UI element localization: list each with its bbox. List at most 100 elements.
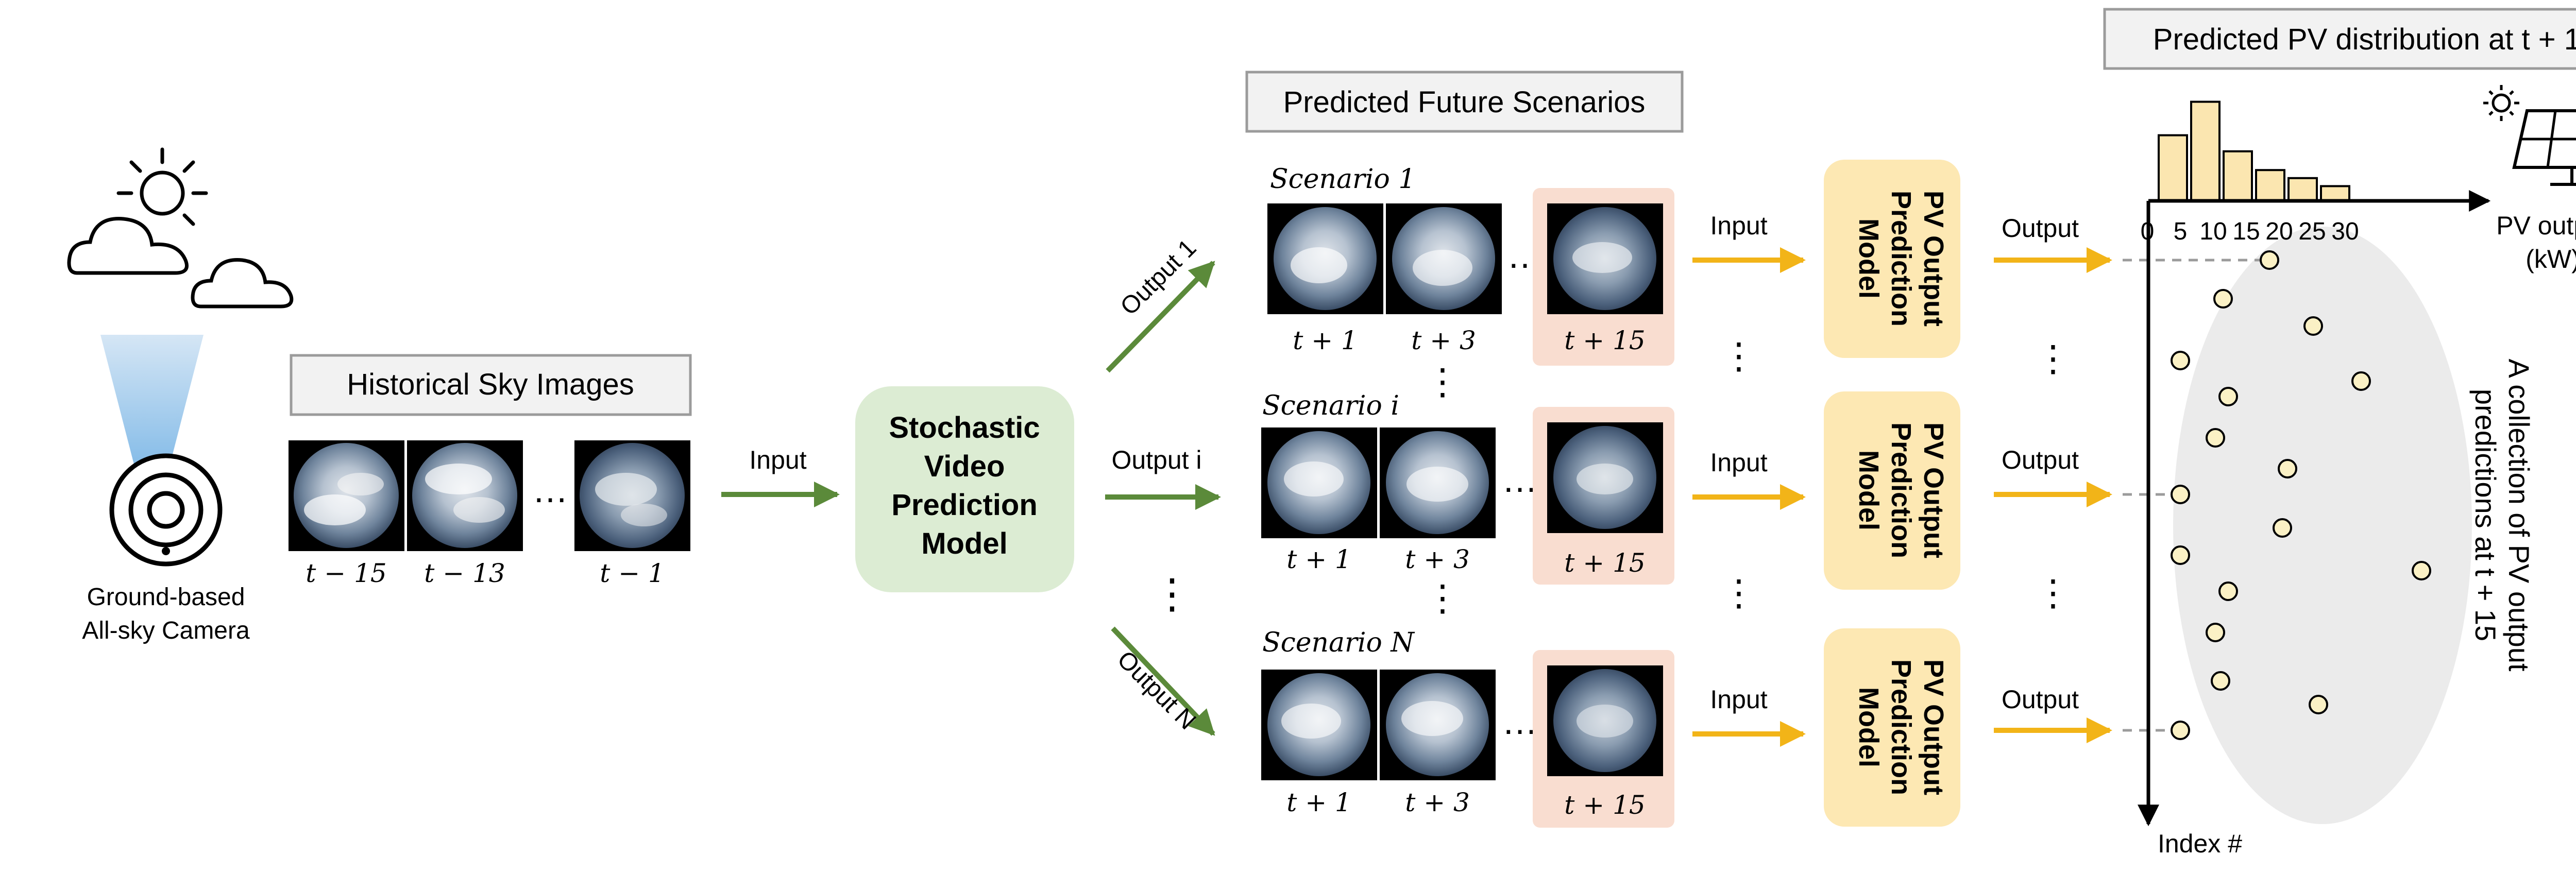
camera-label-1: Ground-based bbox=[87, 584, 245, 611]
output-label-n: Output N bbox=[1112, 646, 1201, 735]
outputs-vdots: ⋮ bbox=[1151, 571, 1193, 617]
camera-icon bbox=[100, 335, 223, 567]
input-label: Input bbox=[749, 446, 806, 474]
historical-label-1: t − 15 bbox=[306, 558, 386, 588]
histogram-bar-0-5 bbox=[2158, 134, 2188, 202]
pv-output-label-2: Output bbox=[2002, 446, 2079, 474]
prediction-dot bbox=[2171, 485, 2190, 504]
weather-icon bbox=[67, 147, 294, 309]
histogram-tick-labels: 051015202530 bbox=[2141, 218, 2359, 245]
x-axis-label-2: (kW) bbox=[2526, 245, 2576, 273]
scenario-1-frame-label-3: t + 15 bbox=[1564, 326, 1645, 355]
pv-output-label-3: Output bbox=[2002, 685, 2079, 714]
scenario-1-frame-label-1: t + 1 bbox=[1293, 326, 1358, 355]
x-tick-label-10: 10 bbox=[2199, 218, 2227, 245]
x-tick-label-20: 20 bbox=[2265, 218, 2293, 245]
scenario-n-frame-3 bbox=[1547, 665, 1663, 776]
scenario-n-frame-label-3: t + 15 bbox=[1564, 790, 1645, 820]
x-tick-label-25: 25 bbox=[2298, 218, 2326, 245]
prediction-dot bbox=[2260, 250, 2279, 270]
prediction-collection-ellipse bbox=[2173, 227, 2472, 824]
pv-output-label-1: Output bbox=[2002, 214, 2079, 243]
scenario-1-frame-1 bbox=[1267, 203, 1383, 314]
historical-title: Historical Sky Images bbox=[347, 368, 634, 401]
historical-frame-3 bbox=[574, 440, 690, 551]
historical-title-box bbox=[290, 354, 692, 416]
x-axis-label-1: PV output bbox=[2496, 211, 2576, 240]
collection-label-2: predictions at t + 15 bbox=[2469, 389, 2502, 641]
pv-model-3-line3: Model bbox=[1853, 687, 1884, 767]
camera-label-2: All-sky Camera bbox=[82, 617, 250, 644]
scenario-1-frame-label-2: t + 3 bbox=[1411, 326, 1476, 355]
scenario-i-frame-2 bbox=[1380, 427, 1496, 538]
svp-model-line4: Model bbox=[921, 527, 1008, 560]
prediction-dot bbox=[2213, 289, 2233, 309]
pv-input-vdots-2: ⋮ bbox=[1721, 573, 1757, 613]
x-tick-label-15: 15 bbox=[2232, 218, 2260, 245]
scenario-i-ellipsis: … bbox=[1502, 459, 1538, 500]
svp-model-box bbox=[855, 386, 1074, 592]
scenario-i-frame-label-3: t + 15 bbox=[1564, 548, 1645, 578]
prediction-dot bbox=[2412, 561, 2431, 580]
histogram-bar-25-30 bbox=[2320, 185, 2350, 202]
scenario-i-label: Scenario i bbox=[1262, 390, 1399, 421]
prediction-dot bbox=[2303, 316, 2323, 336]
pv-model-2-line2: Prediction bbox=[1886, 422, 1917, 558]
pv-model-1-line3: Model bbox=[1853, 218, 1884, 299]
x-tick-label-5: 5 bbox=[2174, 218, 2188, 245]
distribution-title-box bbox=[2103, 8, 2576, 70]
scenario-n-label: Scenario N bbox=[1262, 627, 1415, 658]
histogram-bars bbox=[2158, 100, 2350, 202]
historical-label-3: t − 1 bbox=[600, 558, 665, 588]
y-axis-label: Index # bbox=[2158, 829, 2242, 858]
prediction-dot bbox=[2278, 459, 2297, 478]
prediction-dot bbox=[2206, 428, 2225, 448]
prediction-dot bbox=[2206, 623, 2225, 642]
output-arrow-n bbox=[1111, 626, 1215, 736]
pv-input-vdots-1: ⋮ bbox=[1721, 336, 1757, 376]
pv-model-1: PV Output Prediction Model bbox=[1824, 160, 1960, 358]
scenario-n-ellipsis: … bbox=[1502, 701, 1538, 742]
scenario-i-frame-3 bbox=[1547, 422, 1663, 533]
scenario-1-label: Scenario 1 bbox=[1270, 164, 1415, 195]
svp-model-line2: Video bbox=[924, 450, 1005, 483]
histogram-bar-5-10 bbox=[2190, 100, 2221, 202]
prediction-dot bbox=[2171, 351, 2190, 370]
pv-input-label-3: Input bbox=[1710, 685, 1767, 714]
pv-model-2-line1: PV Output bbox=[1918, 422, 1949, 558]
pv-model-1-line1: PV Output bbox=[1918, 191, 1949, 327]
historical-frame-2 bbox=[407, 440, 523, 551]
prediction-dot bbox=[2218, 581, 2238, 601]
svp-model-line3: Prediction bbox=[891, 488, 1038, 522]
scenario-n-frame-1 bbox=[1261, 670, 1377, 780]
historical-frame-1 bbox=[289, 440, 404, 551]
prediction-dot bbox=[2351, 371, 2371, 391]
scenarios-title: Predicted Future Scenarios bbox=[1283, 85, 1646, 119]
pv-input-label-2: Input bbox=[1710, 448, 1767, 477]
scenario-i-frame-1 bbox=[1261, 427, 1377, 538]
output-label-i: Output i bbox=[1111, 446, 1201, 474]
scenario-1-frame-3 bbox=[1547, 203, 1663, 314]
pv-output-vdots-1: ⋮ bbox=[2035, 338, 2071, 379]
collection-label-1: A collection of PV output bbox=[2503, 358, 2535, 672]
histogram-bar-10-15 bbox=[2223, 150, 2253, 202]
prediction-dot bbox=[2218, 387, 2238, 406]
output-label-1: Output 1 bbox=[1115, 234, 1202, 321]
x-tick-label-30: 30 bbox=[2331, 218, 2359, 245]
pv-model-1-line2: Prediction bbox=[1886, 191, 1917, 327]
scenarios-title-box bbox=[1245, 71, 1684, 133]
pv-model-2: PV Output Prediction Model bbox=[1824, 391, 1960, 590]
prediction-dot bbox=[2309, 695, 2328, 714]
scenario-i-frame-label-1: t + 1 bbox=[1286, 544, 1351, 574]
scenario-n-frame-label-2: t + 3 bbox=[1405, 788, 1470, 817]
prediction-dot bbox=[2171, 721, 2190, 740]
pv-model-3-line2: Prediction bbox=[1886, 659, 1917, 795]
prediction-dots bbox=[2171, 250, 2431, 740]
scenario-n-frame-label-1: t + 1 bbox=[1286, 788, 1351, 817]
prediction-dot bbox=[2211, 671, 2230, 691]
histogram-bar-20-25 bbox=[2287, 177, 2318, 202]
output-arrow-1 bbox=[1106, 261, 1215, 373]
svp-model-line1: Stochastic bbox=[889, 411, 1040, 444]
scenario-i-frame-label-2: t + 3 bbox=[1405, 544, 1470, 574]
